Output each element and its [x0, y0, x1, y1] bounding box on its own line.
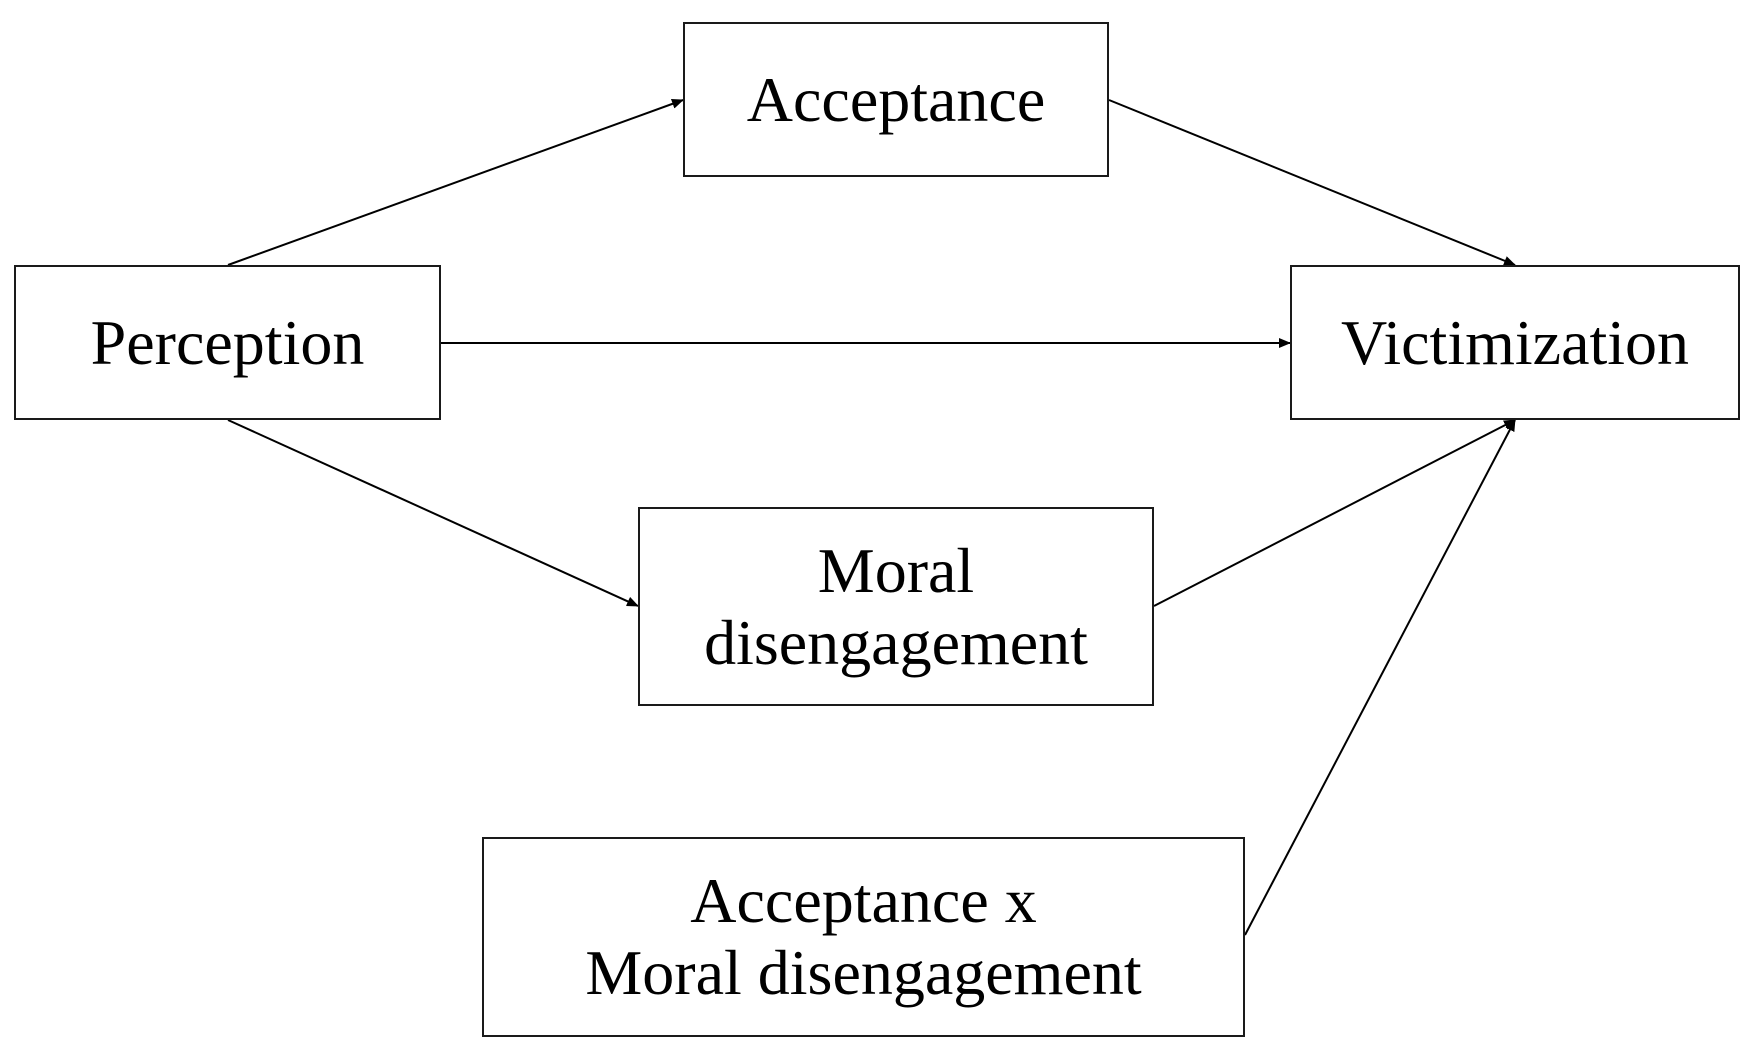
- arrow-perception-to-acceptance: [227, 99, 684, 266]
- interaction-label-line2: Moral disengagement: [585, 937, 1142, 1008]
- victimization-box: Victimization: [1290, 265, 1740, 420]
- perception-label: Perception: [90, 306, 365, 378]
- acceptance-box: Acceptance: [683, 22, 1109, 177]
- interaction-label-line1: Acceptance x: [690, 865, 1037, 937]
- moral-disengagement-box: Moral disengagement: [638, 507, 1154, 706]
- arrow-moral-disengagement-to-victimization: [1153, 419, 1516, 607]
- arrow-acceptance-to-victimization: [1108, 99, 1516, 266]
- arrow-interaction-to-victimization: [1244, 419, 1516, 936]
- moral-disengagement-label-line1: Moral: [817, 534, 975, 606]
- perception-box: Perception: [14, 265, 441, 420]
- victimization-label: Victimization: [1340, 306, 1690, 378]
- moral-disengagement-label-line2: disengagement: [704, 606, 1088, 678]
- interaction-term-box: Acceptance x Moral disengagement: [482, 837, 1245, 1037]
- acceptance-label: Acceptance: [746, 63, 1046, 135]
- arrow-perception-to-moral-disengagement: [227, 419, 639, 607]
